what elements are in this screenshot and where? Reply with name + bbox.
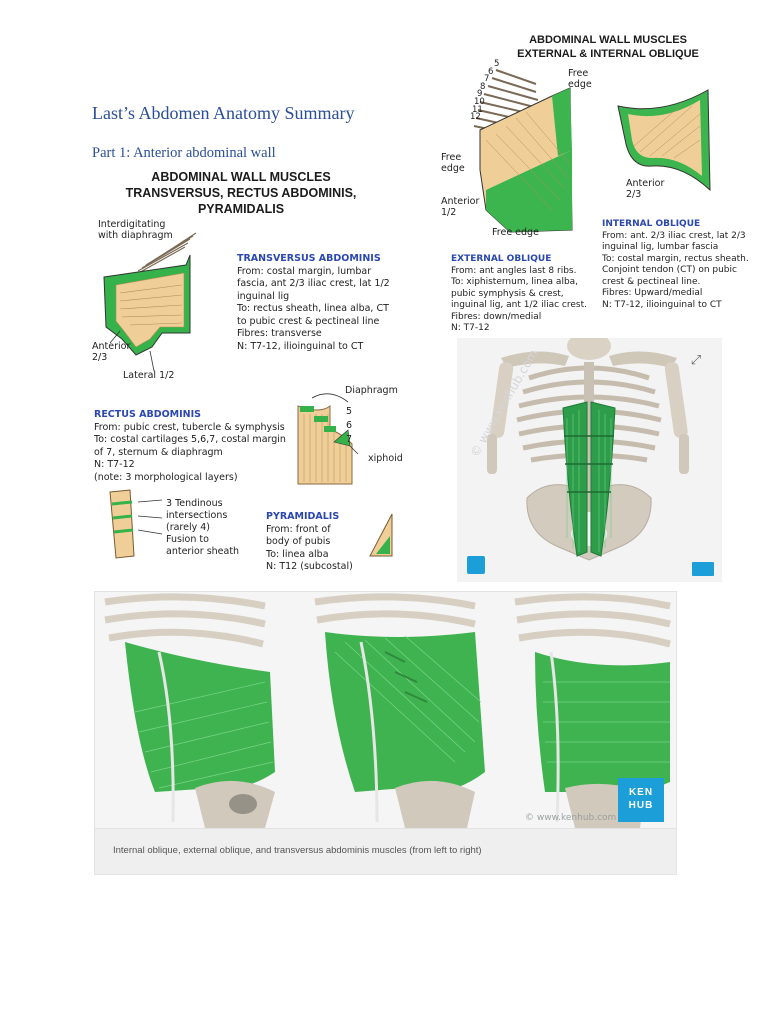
external-oblique-diagram — [473, 69, 573, 233]
label-interdigitating: Interdigitating with diaphragm — [98, 219, 173, 241]
3d-view-icon[interactable] — [467, 556, 485, 574]
internal-oblique-render — [104, 593, 275, 828]
label-internal-anterior: Anterior 2/3 — [626, 178, 665, 200]
oblique-muscles-figure: © www.kenhub.com KEN HUB Internal obliqu… — [94, 591, 677, 875]
rib-numbers: 5 6 7 8 9 10 11 12 — [470, 59, 500, 123]
transversus-diagram — [103, 232, 197, 372]
label-xiphoid: xiphoid — [368, 453, 403, 464]
label-rib-7: 7 — [346, 434, 353, 445]
pyramidalis-notes: PYRAMIDALIS From: front of body of pubis… — [266, 511, 353, 572]
figure-caption: Internal oblique, external oblique, and … — [113, 845, 482, 856]
label-free-edge-bottom: Free edge — [492, 227, 539, 238]
figure-caption-bar: Internal oblique, external oblique, and … — [95, 828, 676, 874]
rectus-notes: RECTUS ABDOMINIS From: pubic crest, tube… — [94, 409, 286, 483]
expand-icon[interactable]: ⤢ — [690, 352, 702, 367]
label-free-edge-left: Free edge — [441, 152, 465, 174]
left-panel-heading: ABDOMINAL WALL MUSCLES TRANSVERSUS, RECT… — [125, 170, 357, 216]
oblique-muscles-illustration: © www.kenhub.com — [104, 593, 671, 828]
label-rib-6: 6 — [346, 420, 353, 431]
kenhub-logo-small — [692, 562, 714, 576]
rectus-intersection-diagram — [109, 489, 163, 559]
label-diaphragm: Diaphragm — [345, 385, 398, 396]
label-lateral-half: Lateral 1/2 — [123, 370, 175, 381]
label-free-edge-top: Free edge — [568, 68, 592, 90]
kenhub-logo: KEN HUB — [618, 778, 664, 822]
external-oblique-render — [314, 593, 485, 828]
rectus-diagram — [297, 393, 359, 485]
right-panel-heading: ABDOMINAL WALL MUSCLES EXTERNAL & INTERN… — [517, 34, 699, 60]
label-anterior-half: Anterior 1/2 — [441, 196, 480, 218]
label-anterior-two-thirds: Anterior 2/3 — [92, 341, 131, 363]
document-title: Last’s Abdomen Anatomy Summary — [92, 103, 355, 123]
rectus-abdominis-photo: © www.kenhub.com ⤢ — [457, 338, 722, 582]
internal-oblique-diagram — [617, 89, 711, 192]
label-rib-5: 5 — [346, 406, 353, 417]
skeleton-illustration: © www.kenhub.com — [467, 338, 689, 561]
figure-watermark: © www.kenhub.com — [525, 813, 616, 823]
internal-oblique-notes: INTERNAL OBLIQUE From: ant. 2/3 iliac cr… — [602, 219, 749, 310]
external-oblique-notes: EXTERNAL OBLIQUE From: ant angles last 8… — [451, 254, 587, 333]
transversus-notes: TRANSVERSUS ABDOMINIS From: costal margi… — [237, 253, 390, 352]
pyramidalis-diagram — [369, 513, 393, 557]
document-subtitle: Part 1: Anterior abdominal wall — [92, 145, 276, 161]
label-tendinous-intersections: 3 Tendinous intersections (rarely 4) Fus… — [166, 498, 240, 557]
